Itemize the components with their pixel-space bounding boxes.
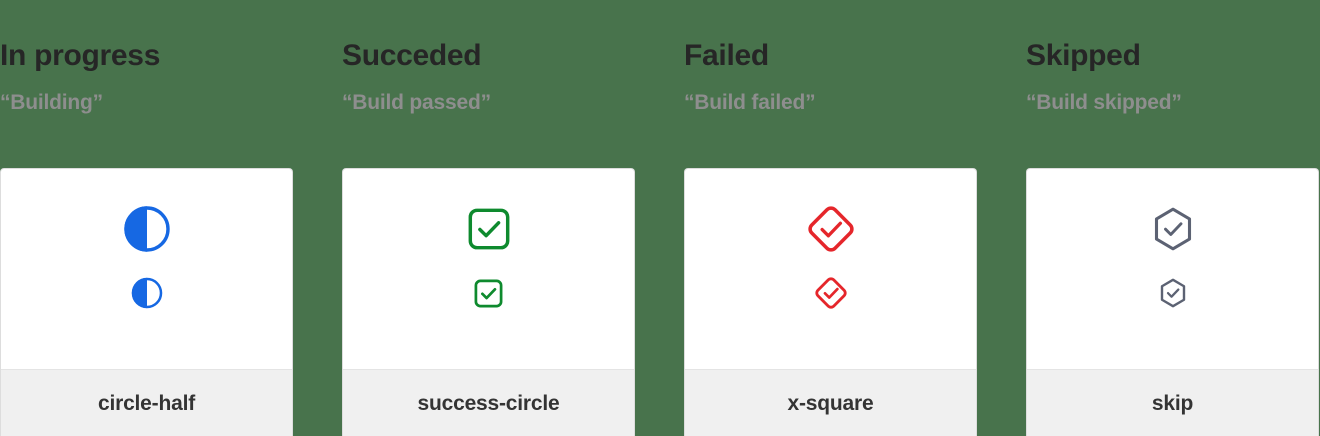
icon-large-slot (1027, 205, 1318, 253)
icon-name-label: x-square (787, 392, 874, 415)
status-column-in-progress: In progress “Building” (0, 0, 293, 436)
card-footer: circle-half (1, 369, 292, 436)
icon-small-slot (1, 277, 292, 309)
icon-small-slot (1027, 277, 1318, 309)
status-column-succeded: Succeded “Build passed” (342, 0, 635, 436)
status-subtitle: “Build passed” (342, 91, 491, 114)
circle-half-icon (123, 205, 171, 253)
icon-large-slot (685, 205, 976, 253)
icon-small-slot (343, 277, 634, 309)
status-subtitle: “Build failed” (684, 91, 816, 114)
card-body (1027, 169, 1318, 369)
circle-half-icon-small (131, 277, 163, 309)
icon-large-slot (343, 205, 634, 253)
success-circle-icon-small (473, 278, 504, 309)
icon-card[interactable]: skip (1026, 168, 1319, 436)
status-column-skipped: Skipped “Build skipped” (1026, 0, 1319, 436)
icon-name-label: circle-half (97, 392, 195, 415)
skip-icon (1149, 205, 1197, 253)
icon-small-slot (685, 277, 976, 309)
page-title: Skipped (1026, 39, 1141, 72)
card-footer: skip (1027, 369, 1318, 436)
page-title: Failed (684, 39, 769, 72)
icon-name-label: success-circle (417, 392, 560, 415)
status-column-failed: Failed “Build failed” (684, 0, 977, 436)
success-circle-icon (466, 206, 512, 252)
x-square-icon-small (814, 276, 848, 310)
icon-large-slot (1, 205, 292, 253)
skip-icon-small (1157, 277, 1189, 309)
card-body (343, 169, 634, 369)
icon-name-label: skip (1151, 392, 1194, 415)
page-title: Succeded (342, 39, 482, 72)
card-body (685, 169, 976, 369)
page-title: In progress (0, 39, 161, 72)
icon-card[interactable]: circle-half (0, 168, 293, 436)
status-subtitle: “Building” (0, 91, 103, 114)
x-square-icon (806, 204, 856, 254)
status-subtitle: “Build skipped” (1026, 91, 1182, 114)
icon-card[interactable]: success-circle (342, 168, 635, 436)
card-footer: x-square (685, 369, 976, 436)
icon-card[interactable]: x-square (684, 168, 977, 436)
card-body (1, 169, 292, 369)
card-footer: success-circle (343, 369, 634, 436)
